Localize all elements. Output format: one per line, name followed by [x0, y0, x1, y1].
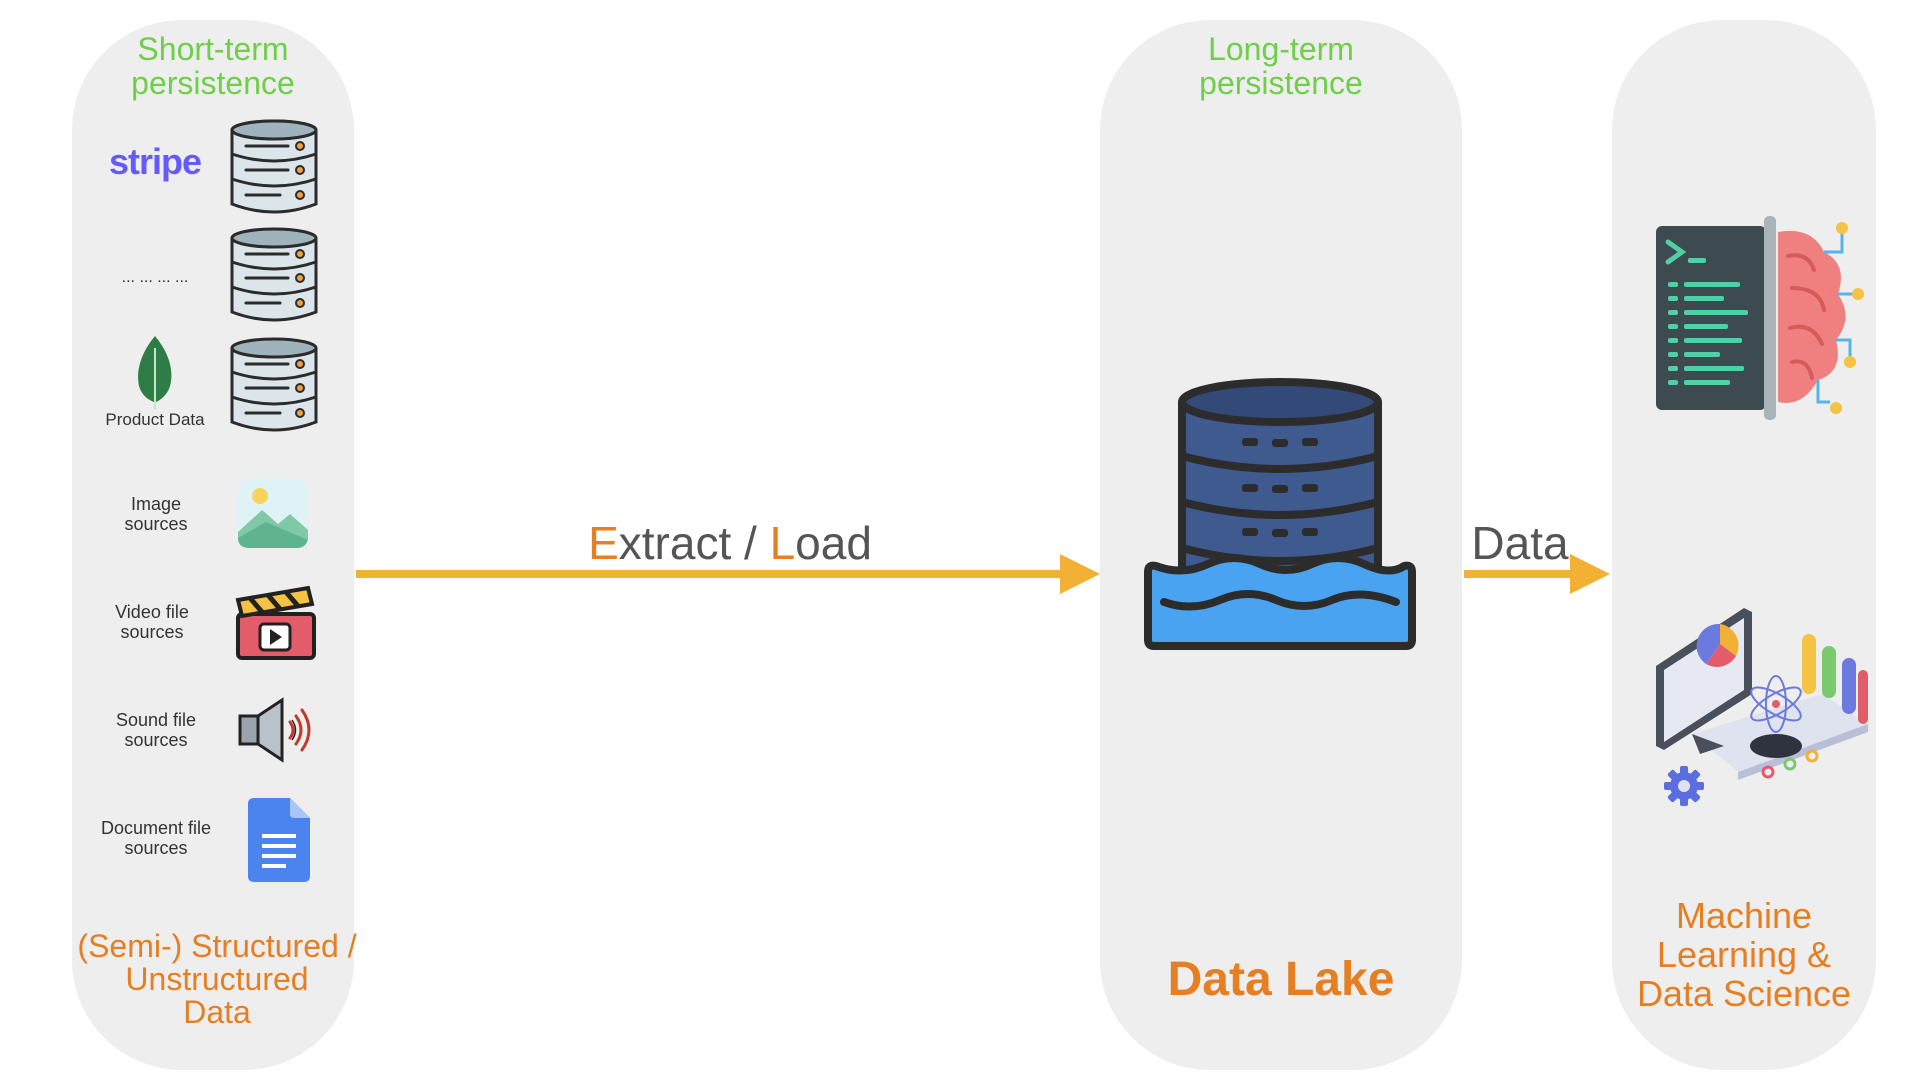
left-bottom-line3: Data: [183, 994, 251, 1030]
ml-bottom-line3: Data Science: [1636, 973, 1852, 1014]
data-arrow: [1464, 554, 1610, 594]
document-sources-label: Document file sources: [92, 818, 220, 858]
extract-rest: xtract /: [618, 517, 770, 569]
left-title-line2: persistence: [131, 65, 295, 101]
left-bottom-line1: (Semi-) Structured /: [77, 928, 357, 964]
video-sources-line1: Video file: [115, 602, 189, 622]
video-sources-line2: sources: [120, 622, 184, 642]
stripe-logo: stripe: [100, 142, 210, 182]
image-sources-line1: Image: [130, 494, 182, 514]
image-icon: [238, 478, 308, 548]
document-sources-line1: Document file: [100, 818, 212, 838]
middle-title-line2: persistence: [1199, 65, 1363, 101]
load-rest: oad: [795, 517, 872, 569]
data-lake-text: Data Lake: [1167, 953, 1395, 1006]
product-data-text: Product Data: [105, 410, 205, 429]
speaker-icon: [238, 697, 311, 763]
mongodb-leaf-icon: [138, 336, 172, 410]
left-panel-bottom-title: (Semi-) Structured / Unstructured Data: [72, 930, 362, 1029]
ml-bottom-line2: Learning &: [1656, 934, 1832, 975]
data-lake-icon: [1144, 378, 1416, 650]
data-lake-title: Data Lake: [1100, 954, 1462, 1006]
ml-panel-bottom-title: Machine Learning & Data Science: [1612, 896, 1876, 1013]
sound-sources-line2: sources: [124, 730, 188, 750]
sound-sources-label: Sound file sources: [100, 710, 212, 750]
image-sources-label: Image sources: [100, 494, 212, 534]
document-sources-line2: sources: [124, 838, 188, 858]
middle-title-line1: Long-term: [1208, 31, 1354, 67]
database-icon-other: [230, 227, 318, 322]
google-docs-icon: [248, 798, 310, 882]
extract-first-letter: E: [588, 517, 619, 569]
analytics-dashboard-icon: [1656, 608, 1868, 806]
middle-panel-title: Long-term persistence: [1100, 32, 1462, 100]
video-clapper-icon: [235, 585, 316, 660]
ellipsis-sources: ... ... ... ...: [100, 268, 210, 288]
code-brain-icon: [1656, 216, 1864, 420]
video-sources-label: Video file sources: [96, 602, 208, 642]
sound-sources-line1: Sound file: [115, 710, 197, 730]
extract-load-arrow: [356, 554, 1100, 594]
left-bottom-line2: Unstructured: [125, 961, 309, 997]
left-panel-title: Short-term persistence: [72, 32, 354, 100]
right-panel-ml: [1612, 20, 1876, 1070]
stripe-logo-text: stripe: [108, 141, 202, 182]
extract-load-label: Extract / Load: [520, 518, 940, 568]
database-icon-stripe: [230, 119, 318, 214]
ellipsis-text: ... ... ... ...: [121, 269, 189, 286]
load-first-letter: L: [769, 517, 796, 569]
data-arrow-text: Data: [1471, 517, 1569, 569]
image-sources-line2: sources: [124, 514, 188, 534]
database-icon-product: [230, 337, 318, 432]
data-arrow-label: Data: [1460, 518, 1580, 568]
product-data-label: Product Data: [92, 410, 218, 430]
ml-bottom-line1: Machine: [1675, 895, 1813, 936]
left-title-line1: Short-term: [137, 31, 289, 67]
